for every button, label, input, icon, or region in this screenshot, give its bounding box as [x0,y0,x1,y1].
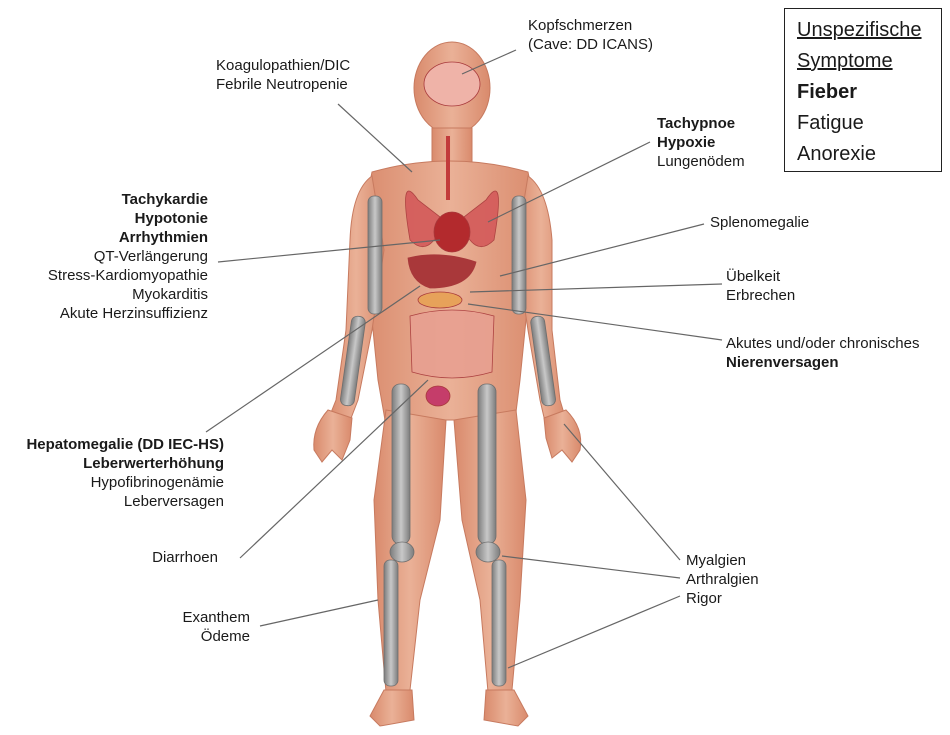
label-line: Stress-Kardiomyopathie [48,266,208,285]
label-line: Hypotonie [48,209,208,228]
label-kidney: Akutes und/oder chronisches Nierenversag… [726,334,919,372]
label-line: Tachypnoe [657,114,745,133]
box-title-line2: Symptome [797,46,941,77]
label-gi: Übelkeit Erbrechen [726,267,795,305]
label-spleen: Splenomegalie [710,213,809,232]
label-line: Lungenödem [657,152,745,171]
label-line: Erbrechen [726,286,795,305]
label-line: Arthralgien [686,570,759,589]
label-line: Arrhythmien [48,228,208,247]
label-line: Koagulopathien/DIC [216,56,350,75]
label-line: Myalgien [686,551,759,570]
label-line: Rigor [686,589,759,608]
label-cardio: Tachykardie Hypotonie Arrhythmien QT-Ver… [48,190,208,323]
box-item-fatigue: Fatigue [797,108,941,139]
label-line: Splenomegalie [710,213,809,232]
label-lung: Tachypnoe Hypoxie Lungenödem [657,114,745,171]
label-headache: Kopfschmerzen (Cave: DD ICANS) [528,16,653,54]
label-line: Myokarditis [48,285,208,304]
label-skin: Exanthem Ödeme [182,608,250,646]
label-musculoskeletal: Myalgien Arthralgien Rigor [686,551,759,608]
label-line: Akute Herzinsuffizienz [48,304,208,323]
label-line: Hypoxie [657,133,745,152]
label-line: Leberversagen [26,492,224,511]
label-line: Exanthem [182,608,250,627]
unspecific-symptoms-box: Unspezifische Symptome Fieber Fatigue An… [784,8,942,172]
label-line: Nierenversagen [726,353,919,372]
label-line: QT-Verlängerung [48,247,208,266]
label-line: Kopfschmerzen [528,16,653,35]
label-line: Febrile Neutropenie [216,75,350,94]
label-line: Ödeme [182,627,250,646]
label-line: Diarrhoen [152,548,218,567]
label-diarrhea: Diarrhoen [152,548,218,567]
label-line: Hypofibrinogenämie [26,473,224,492]
box-item-anorexia: Anorexie [797,139,941,170]
label-line: Tachykardie [48,190,208,209]
box-item-fever: Fieber [797,77,941,108]
label-coagulopathy: Koagulopathien/DIC Febrile Neutropenie [216,56,350,94]
label-line: (Cave: DD ICANS) [528,35,653,54]
label-line: Übelkeit [726,267,795,286]
label-line: Akutes und/oder chronisches [726,334,919,353]
label-liver: Hepatomegalie (DD IEC-HS) Leberwerterhöh… [26,435,224,511]
box-title-line1: Unspezifische [797,15,941,46]
label-line: Leberwerterhöhung [26,454,224,473]
label-line: Hepatomegalie (DD IEC-HS) [26,435,224,454]
